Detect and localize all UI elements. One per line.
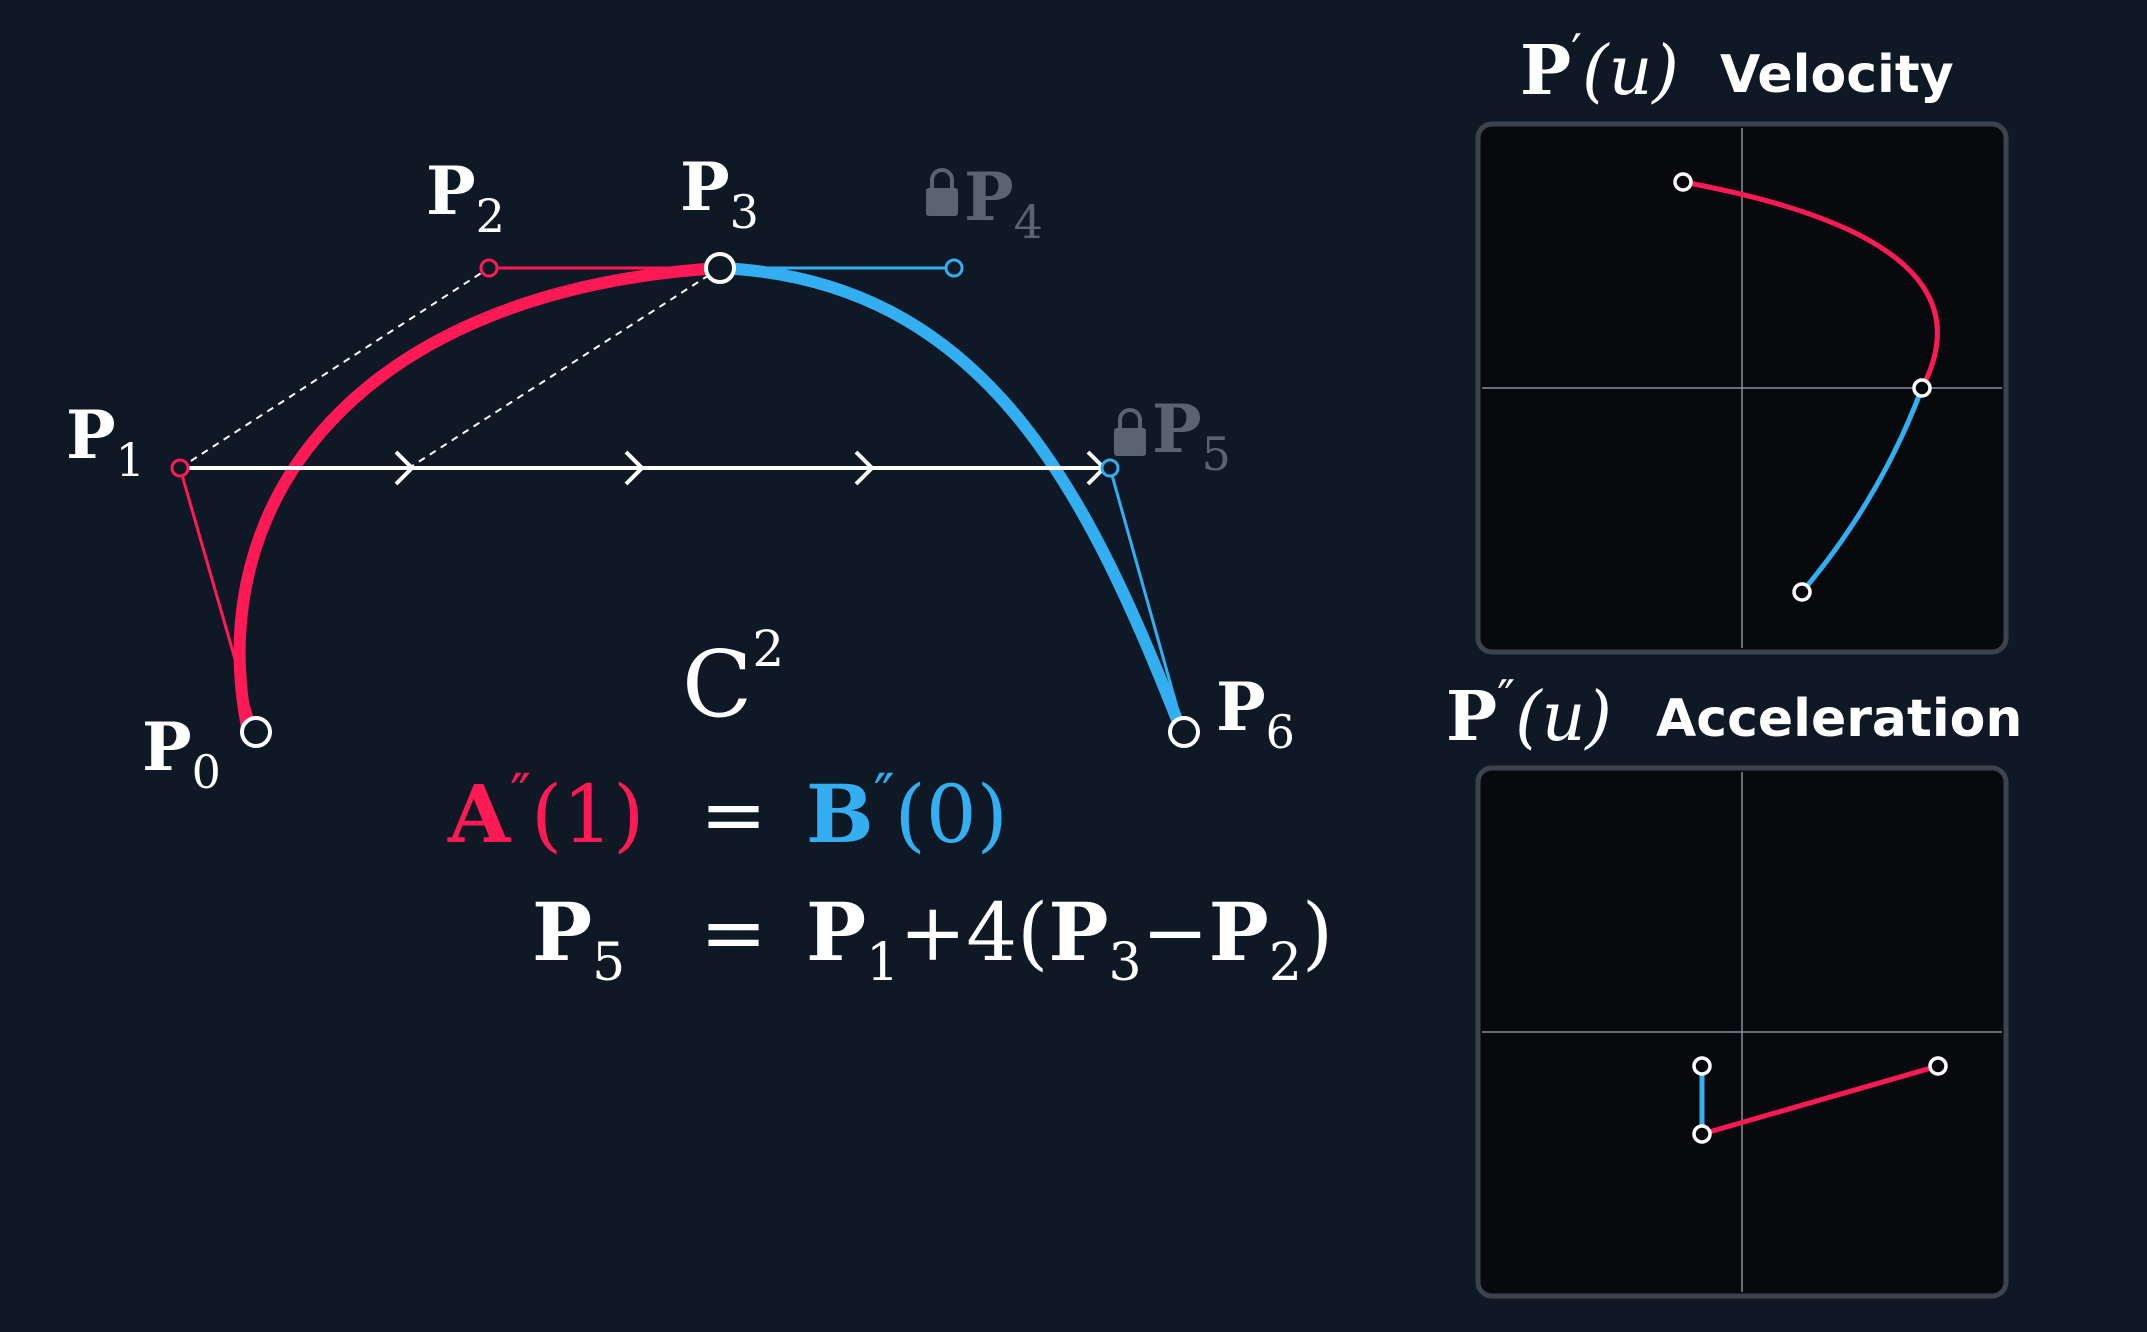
acceleration-point-3 xyxy=(1928,1056,1948,1076)
svg-text:P′(u): P′(u) xyxy=(1520,24,1679,111)
chevron-right-icon xyxy=(854,450,875,486)
control-point-p3[interactable] xyxy=(704,252,736,284)
svg-text:Velocity: Velocity xyxy=(1720,45,1954,105)
velocity-curve-a xyxy=(1682,179,1940,390)
control-point-p5[interactable] xyxy=(1100,458,1120,478)
chevron-right-icon xyxy=(394,450,415,486)
dashed-line-p1-p2 xyxy=(179,267,490,469)
dashed-line-p3-arrow xyxy=(408,267,721,469)
control-point-p2[interactable] xyxy=(479,258,499,278)
equation-p5-constraint: P5 = P1+4(P3−P2) xyxy=(532,885,1333,993)
svg-text:P5: P5 xyxy=(532,885,625,993)
velocity-point-end xyxy=(1792,582,1812,602)
continuity-label: C2 xyxy=(682,620,784,738)
svg-text:P″(u): P″(u) xyxy=(1446,670,1612,757)
control-point-p1[interactable] xyxy=(170,458,190,478)
label-p0: P0 xyxy=(142,708,221,799)
lock-icon xyxy=(926,168,958,216)
lock-icon xyxy=(1114,408,1146,456)
label-p3: P3 xyxy=(680,148,759,239)
svg-text:Acceleration: Acceleration xyxy=(1656,689,2022,749)
label-p5: P5 xyxy=(1152,390,1231,481)
svg-text:=: = xyxy=(700,768,767,861)
control-point-p0[interactable] xyxy=(240,716,272,748)
velocity-point-joint xyxy=(1912,378,1932,398)
label-p6: P6 xyxy=(1216,668,1295,759)
label-p1: P1 xyxy=(66,396,145,487)
svg-text:A″(1): A″(1) xyxy=(447,763,644,861)
equation-second-derivative: A″(1) = B″(0) xyxy=(447,763,1008,861)
control-point-p4[interactable] xyxy=(944,258,964,278)
acceleration-segment-a xyxy=(1701,1063,1939,1137)
label-p4: P4 xyxy=(964,158,1043,249)
velocity-curve-b xyxy=(1800,387,1925,594)
svg-text:B″(0): B″(0) xyxy=(806,763,1008,861)
curve-segment-b xyxy=(714,262,1188,738)
velocity-point-start xyxy=(1673,172,1693,192)
control-point-p6[interactable] xyxy=(1168,716,1200,748)
handle-line-p5-p6 xyxy=(1108,467,1186,733)
velocity-panel-header: P′(u) Velocity xyxy=(1520,24,1954,111)
svg-text:=: = xyxy=(700,886,767,979)
label-p2: P2 xyxy=(426,152,505,243)
acceleration-point-1 xyxy=(1692,1056,1712,1076)
chevron-right-icon xyxy=(624,450,645,486)
acceleration-panel-header: P″(u) Acceleration xyxy=(1446,670,2022,757)
svg-text:P1+4(P3−P2): P1+4(P3−P2) xyxy=(806,885,1333,993)
acceleration-point-2 xyxy=(1692,1124,1712,1144)
curve-segment-a xyxy=(233,262,726,738)
